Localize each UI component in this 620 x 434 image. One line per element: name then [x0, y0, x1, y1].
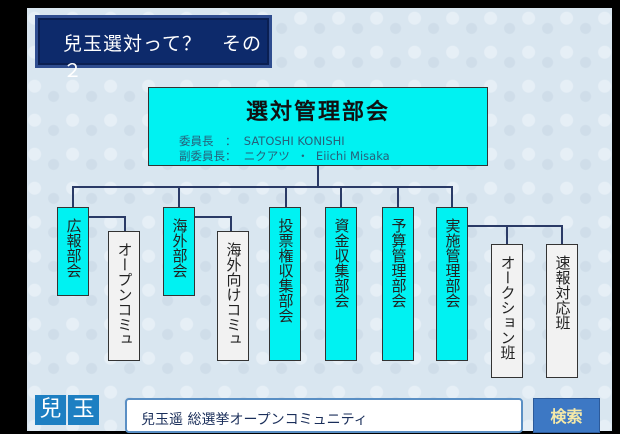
- org-unit-fundraising: 資金収集部会: [325, 207, 357, 361]
- search-button[interactable]: 検索: [533, 398, 600, 433]
- chair-label: 委員長 ： SATOSHI KONISHI: [179, 134, 345, 148]
- org-unit-auction: オークション班: [491, 244, 523, 378]
- logo: 兒玉: [35, 395, 101, 431]
- connector: [72, 186, 74, 207]
- slide: 兒玉選対って？ その２ 選対管理部会 委員長 ： SATOSHI KONISHI…: [27, 8, 612, 433]
- connector: [89, 216, 126, 218]
- slide-title: 兒玉選対って？ その２: [35, 15, 272, 82]
- org-unit-open-community: オープンコミュ: [108, 231, 140, 361]
- org-unit-voting-rights: 投票権収集部会: [269, 207, 301, 361]
- connector: [468, 225, 563, 227]
- org-unit-pr: 広報部会: [57, 207, 89, 296]
- org-top-box: 選対管理部会 委員長 ： SATOSHI KONISHI 副委員長： ニクアツ …: [148, 87, 488, 166]
- connector: [124, 216, 126, 231]
- vice-chair-label: 副委員長： ニクアツ ・ Eiichi Misaka: [179, 149, 390, 163]
- connector: [195, 216, 232, 218]
- connector: [397, 186, 399, 207]
- connector: [561, 225, 563, 244]
- search-input[interactable]: 兒玉遥 総選挙オープンコミュニティ: [125, 398, 523, 433]
- org-unit-overseas: 海外部会: [163, 207, 195, 296]
- connector: [72, 186, 453, 188]
- org-top-name: 選対管理部会: [245, 100, 390, 125]
- org-unit-overseas-community: 海外向けコミュ: [217, 231, 249, 361]
- org-unit-operations: 実施管理部会: [436, 207, 468, 361]
- org-unit-budget: 予算管理部会: [382, 207, 414, 361]
- connector: [317, 166, 319, 187]
- connector: [285, 186, 287, 207]
- connector: [178, 186, 180, 207]
- org-unit-flash-report: 速報対応班: [546, 244, 578, 378]
- connector: [506, 225, 508, 244]
- connector: [451, 186, 453, 207]
- connector: [340, 186, 342, 207]
- connector: [230, 216, 232, 231]
